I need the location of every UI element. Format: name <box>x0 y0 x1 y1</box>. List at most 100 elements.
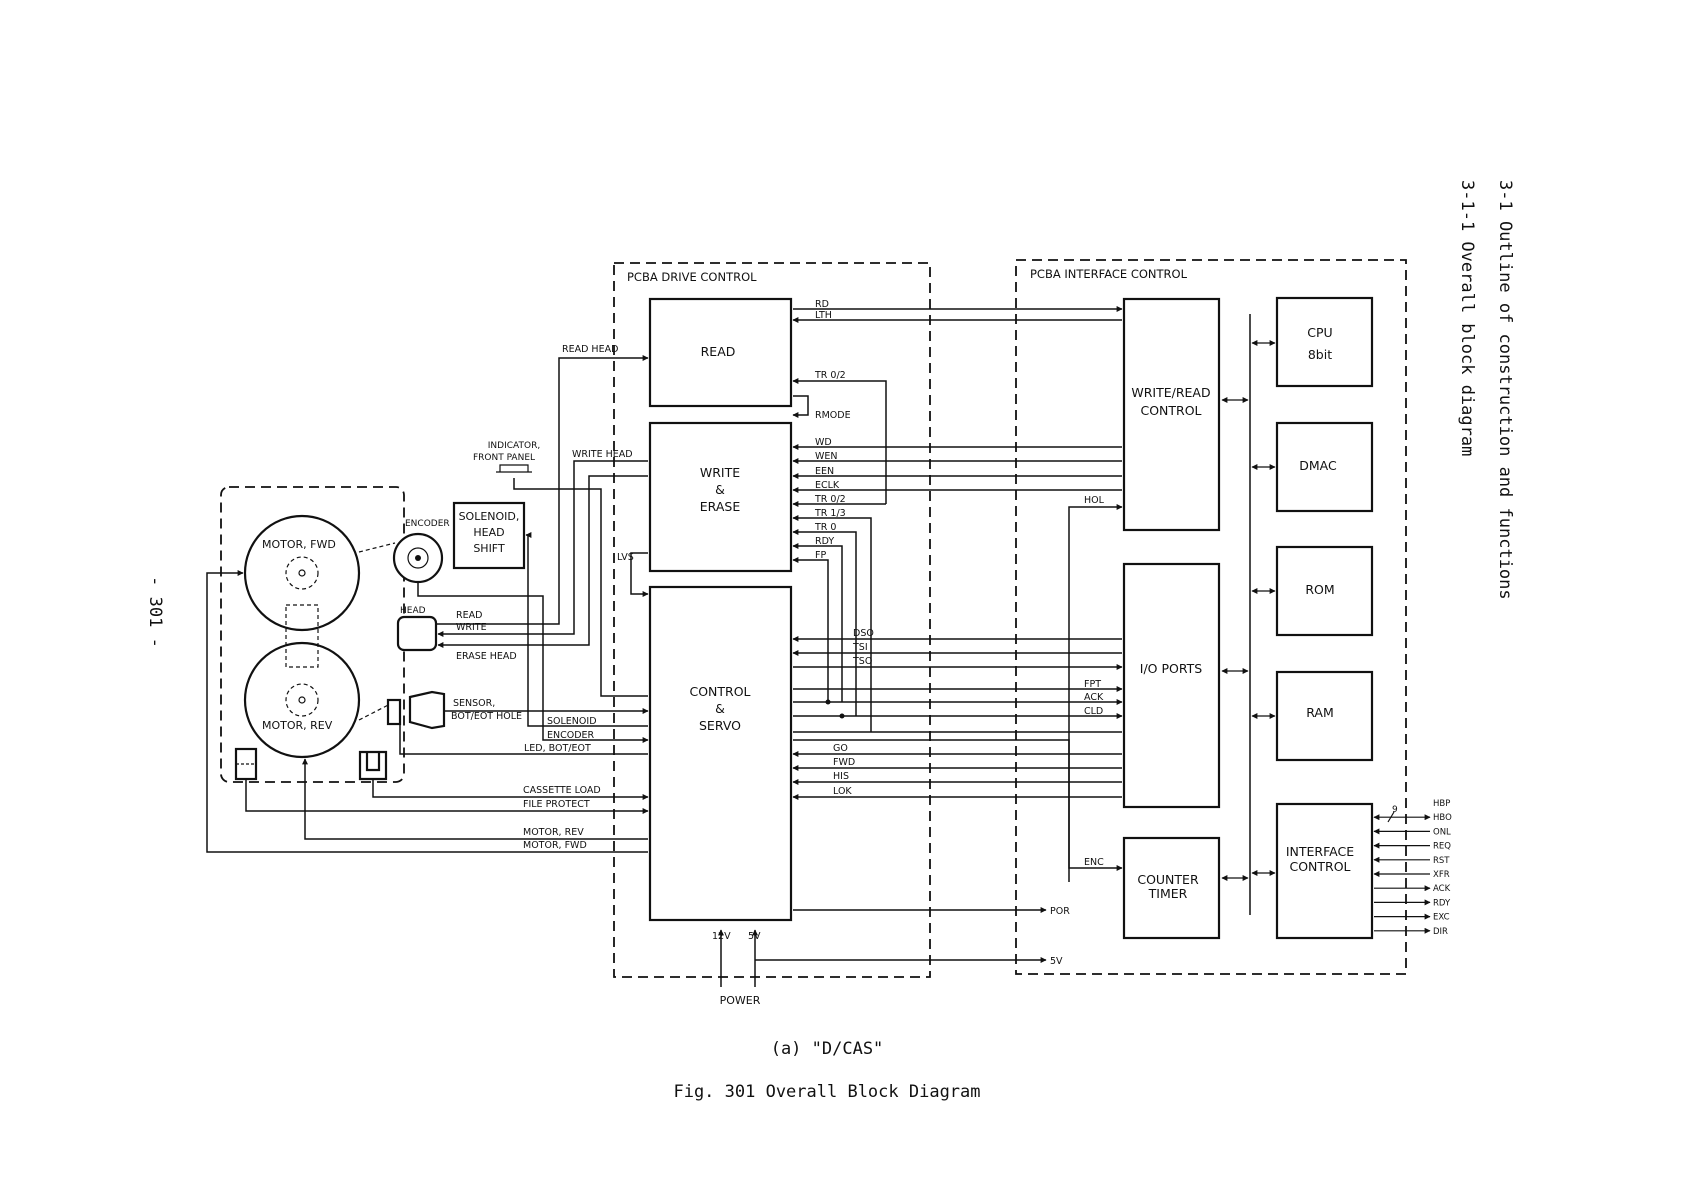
bus-width-slash <box>1387 811 1395 823</box>
sensor-body <box>408 690 446 730</box>
encoder-hub <box>407 547 429 569</box>
host-signal-label-xfr: XFR <box>1433 870 1450 880</box>
read-block-label: READ <box>701 344 736 359</box>
tr0-label: TR 0 <box>814 522 836 533</box>
enc-label: ENC <box>1084 857 1104 868</box>
lth-label: LTH <box>815 310 832 321</box>
host-signal-label-hbo: HBO <box>1433 813 1452 823</box>
rdy-label: RDY <box>815 536 834 547</box>
counter-timer-label-1: COUNTER <box>1137 872 1199 887</box>
bus-connections <box>1221 340 1276 881</box>
indicator-wire <box>513 478 648 697</box>
enc-wire <box>793 739 1123 871</box>
motor-rev-label: MOTOR, REV <box>262 719 333 732</box>
control-servo-label-2: & <box>715 701 725 716</box>
motor-rev-wire <box>302 758 648 840</box>
motor-fwd-spindle <box>298 569 306 577</box>
control-servo-label-1: CONTROL <box>689 684 750 699</box>
wd-label: WD <box>815 437 832 448</box>
v12-label: 12V <box>712 931 731 942</box>
junction-rdy <box>839 713 845 719</box>
head-label: HEAD <box>400 606 426 616</box>
read-block <box>648 297 793 408</box>
interface-control-label: PCBA INTERFACE CONTROL <box>1030 267 1188 281</box>
page-number: - 301 - <box>145 576 165 648</box>
file-protect-wire <box>245 779 649 814</box>
host-signal-label-onl: ONL <box>1433 827 1451 837</box>
write-erase-label-3: ERASE <box>700 499 741 514</box>
tsi-label: TSI <box>852 642 868 653</box>
solenoid-label-3: SHIFT <box>473 542 505 555</box>
host-signal-label-req: REQ <box>1433 842 1451 852</box>
een-label: EEN <box>815 466 834 477</box>
control-servo-label-3: SERVO <box>699 718 741 733</box>
write-erase-block <box>648 421 793 573</box>
cpu-label-1: CPU <box>1307 325 1332 340</box>
write-read-control-label-1: WRITE/READ <box>1131 385 1210 400</box>
motor-rev-signal-label: MOTOR, REV <box>523 827 584 838</box>
lvs-label: LVS <box>617 552 634 563</box>
solenoid-label-1: SOLENOID, <box>459 510 520 523</box>
cpu-label-2: 8bit <box>1308 347 1332 362</box>
encoder-signal-label: ENCODER <box>547 730 595 741</box>
motor-fwd-hub <box>285 556 319 590</box>
indicator-label-1: INDICATOR, <box>488 441 540 451</box>
dso-label: DSO <box>853 628 874 639</box>
mechanism-boundary <box>220 486 405 783</box>
write-read-control-label-2: CONTROL <box>1140 403 1201 418</box>
ack-label: ACK <box>1084 692 1104 703</box>
io-ports-label: I/O PORTS <box>1140 661 1202 676</box>
junction-fp <box>825 699 831 705</box>
read-head-label: READ HEAD <box>562 344 618 355</box>
figure-caption: Fig. 301 Overall Block Diagram <box>673 1082 980 1102</box>
drive-control-label: PCBA DRIVE CONTROL <box>627 270 757 284</box>
hol-label: HOL <box>1084 495 1105 506</box>
write-erase-label-2: & <box>715 482 725 497</box>
counter-timer-label-2: TIMER <box>1148 886 1188 901</box>
eclk-label: ECLK <box>815 480 840 491</box>
interface-control-block <box>1275 802 1374 940</box>
cassette-load-label: CASSETTE LOAD <box>523 785 601 796</box>
power-label: POWER <box>720 994 761 1007</box>
his-label: HIS <box>833 771 849 782</box>
head-write-label: WRITE <box>456 622 487 633</box>
encoder-center <box>415 555 421 561</box>
fpt-label: FPT <box>1084 679 1101 690</box>
interface-control-label-1: INTERFACE <box>1286 844 1354 859</box>
tso-label: TSO <box>852 656 872 667</box>
subcaption: (a) "D/CAS" <box>771 1039 884 1059</box>
motor-fwd-signal-label: MOTOR, FWD <box>523 840 587 851</box>
led-bot-eot-wire <box>399 724 648 755</box>
dmac-label: DMAC <box>1299 458 1337 473</box>
write-erase-label-1: WRITE <box>700 465 740 480</box>
tape-window <box>285 604 319 668</box>
dmac-block <box>1275 421 1374 513</box>
sensor-label-2: BOT/EOT HOLE <box>451 711 522 722</box>
fp-wire <box>792 557 829 702</box>
motor-fwd-label: MOTOR, FWD <box>262 538 336 551</box>
write-read-control-block <box>1122 297 1221 532</box>
rdy-wire <box>792 543 843 702</box>
motor-rev-spindle <box>298 696 306 704</box>
tr02-b-label: TR 0/2 <box>814 494 846 505</box>
fwd-label: FWD <box>833 757 855 768</box>
interface-control-boundary <box>1015 259 1407 975</box>
solenoid-wire <box>525 532 648 727</box>
head-read-label: READ <box>456 610 482 621</box>
sensor-label-1: SENSOR, <box>453 698 495 709</box>
side-heading-1: 3-1 Outline of construction and function… <box>1495 180 1515 600</box>
go-label: GO <box>833 743 848 754</box>
cld-label: CLD <box>1084 706 1103 717</box>
cassette-load-switch <box>358 750 388 781</box>
indicator-lamp <box>496 464 532 473</box>
sensor-led <box>386 698 402 726</box>
motor-fwd <box>243 514 361 632</box>
host-signal-label-ack: ACK <box>1433 884 1451 894</box>
v5-in-label: 5V <box>748 931 761 942</box>
erase-head-label: ERASE HEAD <box>456 651 517 662</box>
indicator-label-2: FRONT PANEL <box>473 453 535 463</box>
side-heading-2: 3-1-1 Overall block diagram <box>1457 180 1477 456</box>
cpu-block <box>1275 296 1374 388</box>
